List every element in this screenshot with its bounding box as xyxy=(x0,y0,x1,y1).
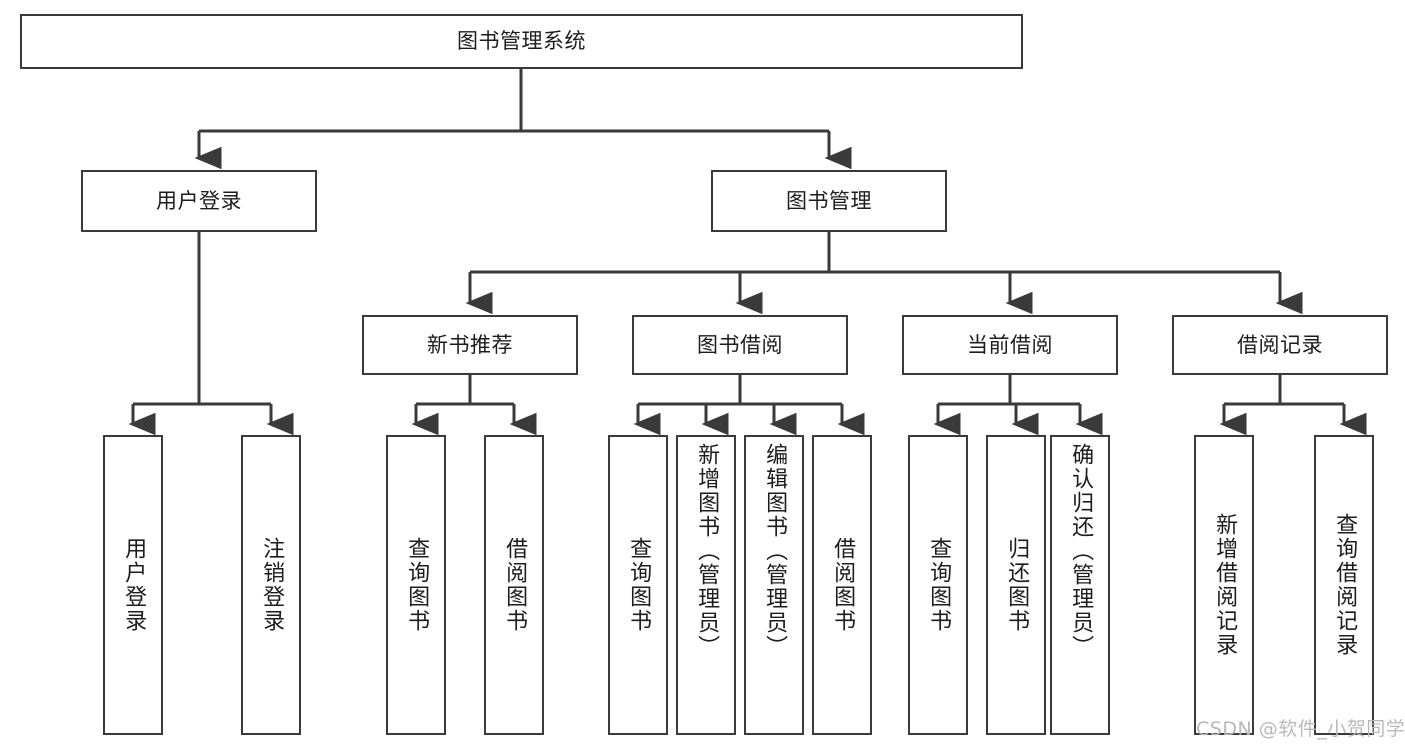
node-leaf-query-book-cur-label: 查询图书 xyxy=(926,537,952,633)
csdn-watermark: CSDN @软件_小贺同学 xyxy=(1196,718,1405,740)
node-user-login-label: 用户登录 xyxy=(156,188,242,213)
node-leaf-query-borrow-record-label: 查询借阅记录 xyxy=(1332,513,1358,657)
node-borrow-record-label: 借阅记录 xyxy=(1237,332,1323,357)
node-leaf-query-book-label: 查询图书 xyxy=(626,537,652,633)
node-book-borrow[interactable]: 图书借阅 xyxy=(632,315,848,375)
node-leaf-query-book-rec[interactable]: 查询图书 xyxy=(386,435,446,735)
node-leaf-edit-book-admin-label: 编辑图书（管理员） xyxy=(762,443,788,659)
node-root-label: 图书管理系统 xyxy=(457,29,586,54)
node-current-borrow[interactable]: 当前借阅 xyxy=(902,315,1118,375)
node-leaf-return-book[interactable]: 归还图书 xyxy=(986,435,1046,735)
node-new-book-rec[interactable]: 新书推荐 xyxy=(362,315,578,375)
node-root[interactable]: 图书管理系统 xyxy=(20,14,1023,69)
node-leaf-user-login-label: 用户登录 xyxy=(121,537,147,633)
node-leaf-query-book-cur[interactable]: 查询图书 xyxy=(908,435,968,735)
node-leaf-query-book[interactable]: 查询图书 xyxy=(608,435,668,735)
node-leaf-query-book-rec-label: 查询图书 xyxy=(404,537,430,633)
node-leaf-confirm-return-admin[interactable]: 确认归还（管理员） xyxy=(1050,435,1110,735)
node-book-manage-label: 图书管理 xyxy=(786,188,872,213)
node-leaf-return-book-label: 归还图书 xyxy=(1004,537,1030,633)
node-leaf-confirm-return-admin-label: 确认归还（管理员） xyxy=(1068,443,1094,659)
node-leaf-add-borrow-record[interactable]: 新增借阅记录 xyxy=(1194,435,1254,735)
node-leaf-borrow-book-rec[interactable]: 借阅图书 xyxy=(484,435,544,735)
node-book-manage[interactable]: 图书管理 xyxy=(711,170,947,232)
node-leaf-borrow-book-rec-label: 借阅图书 xyxy=(502,537,528,633)
node-current-borrow-label: 当前借阅 xyxy=(967,332,1053,357)
node-book-borrow-label: 图书借阅 xyxy=(697,332,783,357)
node-leaf-add-borrow-record-label: 新增借阅记录 xyxy=(1212,513,1238,657)
node-leaf-query-borrow-record[interactable]: 查询借阅记录 xyxy=(1314,435,1374,735)
node-leaf-borrow-book-label: 借阅图书 xyxy=(830,537,856,633)
node-leaf-borrow-book[interactable]: 借阅图书 xyxy=(812,435,872,735)
node-new-book-rec-label: 新书推荐 xyxy=(427,332,513,357)
node-leaf-user-logout-label: 注销登录 xyxy=(259,537,285,633)
node-leaf-user-login[interactable]: 用户登录 xyxy=(103,435,163,735)
node-leaf-user-logout[interactable]: 注销登录 xyxy=(241,435,301,735)
node-user-login[interactable]: 用户登录 xyxy=(81,170,317,232)
node-borrow-record[interactable]: 借阅记录 xyxy=(1172,315,1388,375)
node-leaf-add-book-admin[interactable]: 新增图书（管理员） xyxy=(676,435,736,735)
node-leaf-add-book-admin-label: 新增图书（管理员） xyxy=(694,443,720,659)
node-leaf-edit-book-admin[interactable]: 编辑图书（管理员） xyxy=(744,435,804,735)
